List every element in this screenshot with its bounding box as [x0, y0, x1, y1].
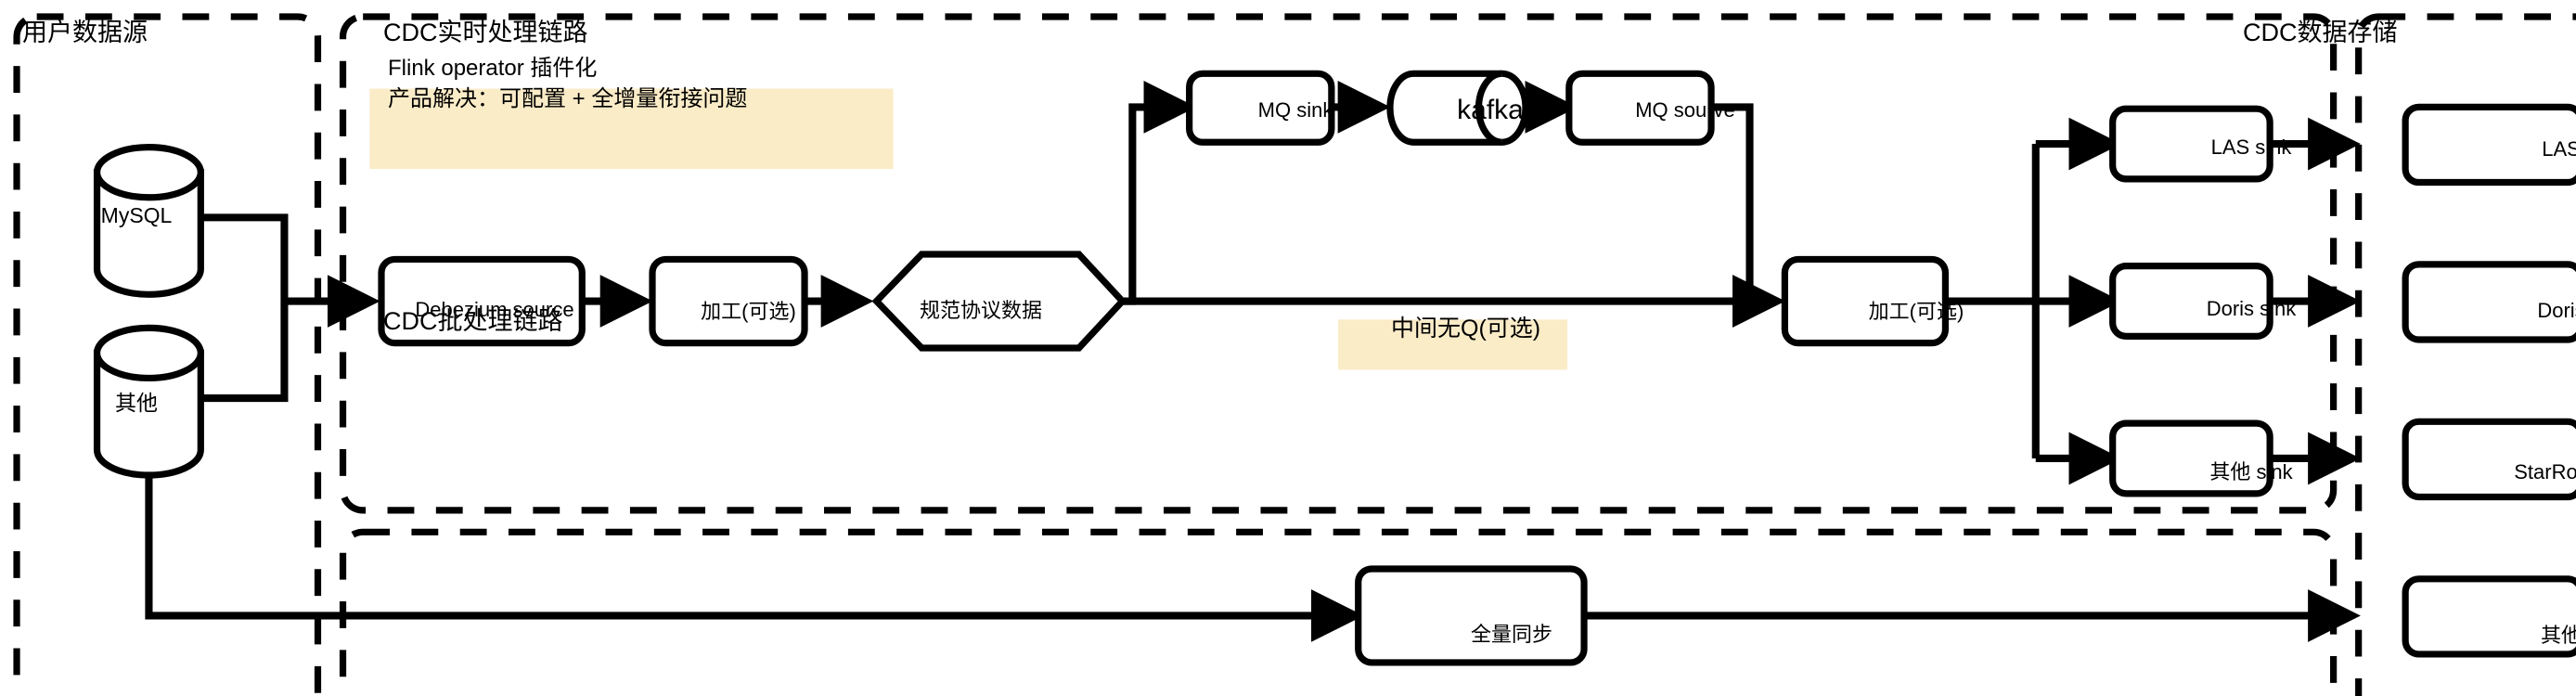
note-flink-operator-line2: 产品解决：可配置 + 全增量衔接问题 [388, 86, 748, 111]
node-label-mq-source: MQ sourve [1635, 98, 1735, 122]
node-label-protocol-data: 规范协议数据 [919, 299, 1042, 322]
node-label-other-source: 其他 [115, 391, 158, 415]
shape-storage-other [2402, 575, 2576, 658]
edge-mqsource-to-transform2 [1711, 103, 1785, 328]
node-label-mysql: MySQL [100, 202, 173, 227]
shape-mysql-cylinder [93, 144, 204, 298]
note-flink-operator-line1: Flink operator 插件化 [388, 56, 598, 81]
shape-transform-optional-1 [649, 255, 808, 347]
shape-storage-las [2402, 103, 2576, 187]
node-label-las-sink: LAS sink [2210, 135, 2292, 159]
node-label-kafka: kafka [1457, 95, 1524, 125]
group-title-user-data-source: 用户数据源 [22, 19, 148, 46]
node-label-other-sink: 其他 sink [2209, 460, 2293, 483]
shape-las-sink [2109, 105, 2273, 183]
node-label-transform-optional-1: 加工(可选) [701, 299, 796, 323]
node-label-storage-starrocks: StarRocks [2514, 459, 2576, 483]
shape-full-sync [1355, 565, 1588, 666]
shape-storage-starrocks [2402, 418, 2576, 501]
group-title-cdc-realtime: CDC实时处理链路 [383, 19, 588, 46]
shape-mq-source [1565, 70, 1715, 146]
shape-storage-doris [2402, 261, 2576, 343]
group-boundary-cdc-storage [2355, 13, 2576, 696]
node-label-storage-las: LAS [2542, 136, 2576, 161]
node-label-debezium-source: Debezium source [415, 297, 574, 321]
note-no-queue-bg [1338, 319, 1568, 370]
group-title-cdc-batch: CDC批处理链路 [383, 307, 563, 335]
group-title-cdc-storage: CDC数据存储 [2243, 19, 2398, 46]
edge-protocol-split [1084, 80, 1197, 305]
node-label-storage-doris: Doris [2537, 298, 2576, 322]
node-label-storage-other: 其他 [2540, 623, 2576, 647]
edge-mysql-to-bus [192, 213, 289, 302]
note-no-queue: 中间无Q(可选) [1391, 316, 1541, 342]
node-label-transform-optional-2: 加工(可选) [1868, 299, 1964, 323]
node-label-doris-sink: Doris sink [2206, 297, 2297, 320]
shape-protocol-data-hexagon [871, 251, 1127, 352]
shape-transform-optional-2 [1781, 255, 1950, 347]
shape-kafka-cylinder [1386, 70, 1529, 146]
shape-other-source-cylinder [93, 324, 204, 479]
note-flink-operator-bg [369, 88, 894, 170]
group-boundary-cdc-batch [339, 528, 2338, 696]
shape-debezium-source [378, 255, 586, 347]
shape-doris-sink [2109, 263, 2273, 340]
edge-other-to-bus [192, 301, 289, 403]
edge-other-to-batch [145, 448, 1364, 642]
shape-other-sink [2109, 419, 2273, 497]
group-boundary-user-data-source [13, 13, 322, 696]
node-label-mq-sink: MQ sink [1257, 98, 1333, 122]
shape-mq-sink [1186, 70, 1335, 146]
group-boundary-cdc-realtime [339, 13, 2338, 514]
node-label-full-sync: 全量同步 [1470, 623, 1552, 646]
